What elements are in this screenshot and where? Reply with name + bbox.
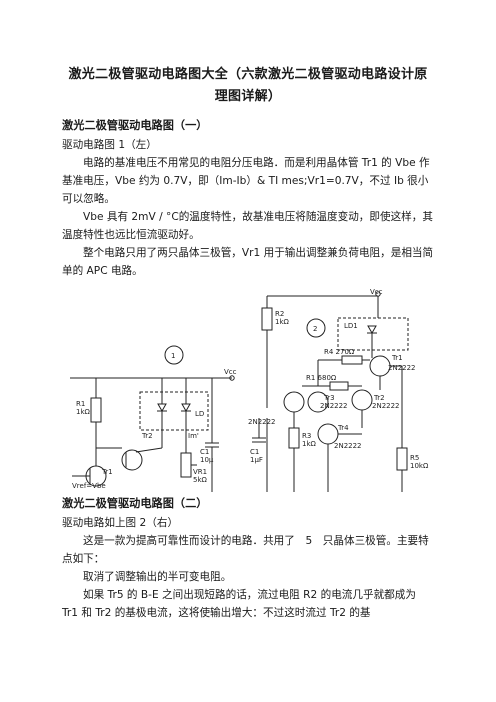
section1-paragraph: 电路的基准电压不用常见的电阻分压电路．而是利用晶体管 Tr1 的 Vbe 作基准… [62, 157, 430, 205]
section1-paragraph: Vbe 具有 2mV / °C的温度特性，故基准电压将随温度变动，即使这样，其温… [62, 211, 433, 241]
section2-paragraph: 这是一款为提高可靠性而设计的电路．共用了 5 只晶体三极管。主要特点如下： [62, 535, 429, 565]
ld-label: LD [195, 410, 204, 418]
tr1-label-2: Tr1 [391, 354, 403, 362]
r1-resistor [90, 397, 102, 423]
r3-resistor [288, 427, 300, 449]
r5-value: 10kΩ [410, 462, 429, 470]
vr1-label: VR1 [193, 468, 207, 476]
tr2-label-2: Tr2 [373, 394, 385, 402]
tr1-type: 2N2222 [388, 364, 416, 372]
r1-label: R1 [76, 400, 85, 408]
ld-package [139, 391, 209, 431]
r3-value: 1kΩ [302, 440, 317, 448]
section2-heading: 激光二极管驱动电路图（二） [62, 497, 208, 510]
r2-value: 1kΩ [275, 318, 290, 326]
tr4-transistor [317, 423, 339, 445]
title-line-2: 理图详解） [214, 89, 282, 104]
tr4-type: 2N2222 [334, 442, 362, 450]
section1-heading: 激光二极管驱动电路图（一） [62, 119, 208, 132]
tr3-transistor [283, 391, 305, 413]
r3-label: R3 [302, 432, 311, 440]
tr1-transistor-2 [369, 355, 391, 377]
section2-paragraph: 取消了调整输出的半可变电阻。 [83, 571, 232, 583]
c1-value-2: 1μF [250, 456, 263, 464]
circuit-schematics-figure: 1 Vcc R1 1kΩ LD Tr2 Im' C1 10μ VR1 5kΩ T… [70, 288, 429, 492]
circuit2-number: 2 [313, 325, 317, 333]
r5-label: R5 [410, 454, 419, 462]
circuit1-number-circle [164, 345, 184, 365]
ld1-label: LD1 [344, 322, 358, 330]
r4-resistor [341, 355, 363, 365]
r1-label-2: R1 680Ω [306, 374, 337, 382]
tr2-type: 2N2222 [372, 402, 400, 410]
vr1-potentiometer [180, 452, 192, 478]
tr2-transistor [121, 449, 143, 471]
c1-label-2: C1 [250, 448, 259, 456]
section2-paragraph: 如果 Tr5 的 B-E 之间出现短路的话，流过电阻 R2 的电流几乎就都成为 … [62, 589, 416, 619]
tr3-label: Tr3 [323, 394, 335, 402]
tr3-type: 2N2222 [320, 402, 348, 410]
c1-value: 10μ [200, 456, 214, 464]
circuit2-vcc-label: Vcc [370, 288, 383, 296]
tr-left-type: 2N2222 [248, 418, 276, 426]
vref-label: Vref=Vbe [72, 482, 106, 490]
r5-resistor [396, 447, 408, 471]
ld1-package [337, 317, 409, 351]
section1-subheading: 驱动电路图 1（左） [62, 139, 157, 151]
im-label: Im' [188, 432, 199, 440]
circuit2-number-circle [306, 318, 326, 338]
r1-value: 1kΩ [76, 408, 91, 416]
section2-subheading: 驱动电路如上图 2（右） [62, 517, 179, 529]
circuit1-vcc-label: Vcc [224, 368, 237, 376]
title-line-1: 激光二极管驱动电路图大全（六款激光二极管驱动电路设计原 [68, 67, 428, 82]
circuit1-number: 1 [171, 352, 175, 360]
r1-resistor-2 [329, 381, 349, 391]
vr1-value: 5kΩ [193, 476, 208, 484]
r2-resistor [261, 307, 273, 331]
tr4-label: Tr4 [337, 424, 349, 432]
tr1-label: Tr1 [101, 468, 113, 476]
tr3b-transistor [307, 391, 329, 413]
document-title: 激光二极管驱动电路图大全（六款激光二极管驱动电路设计原 理图详解） [62, 64, 434, 108]
tr2-transistor-2 [351, 389, 373, 411]
c1-label: C1 [200, 448, 209, 456]
r4-label: R4 270Ω [324, 348, 355, 356]
tr2-label: Tr2 [141, 432, 153, 440]
r2-label: R2 [275, 310, 284, 318]
section1-paragraph: 整个电路只用了两只晶体三极管，Vr1 用于输出调整兼负荷电阻，是相当简单的 AP… [62, 247, 434, 277]
